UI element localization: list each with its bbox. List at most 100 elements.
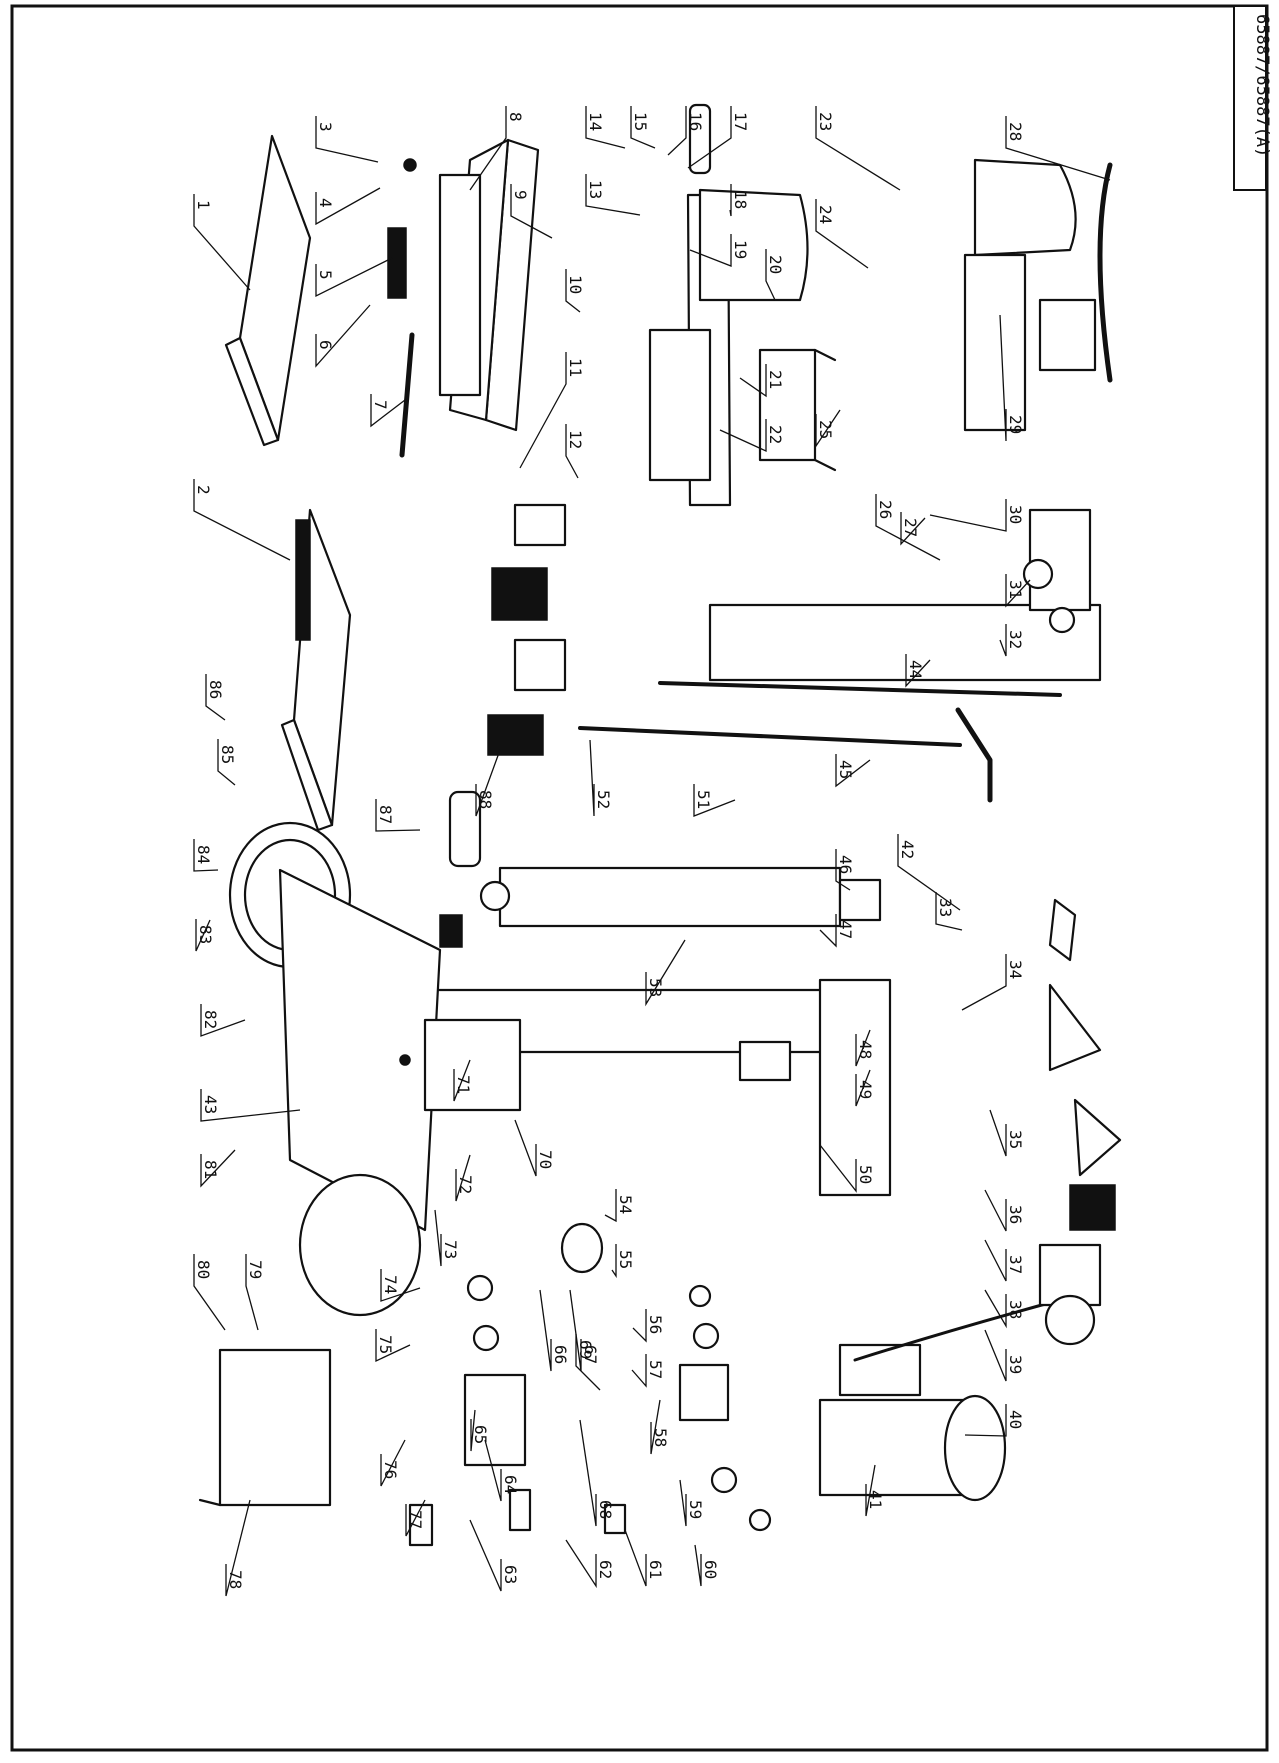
leader-line-2 [193, 479, 291, 561]
callout-23: 23 [815, 106, 901, 191]
callout-46: 46 [835, 849, 855, 891]
label-16: 16 [686, 112, 705, 131]
label-42: 42 [898, 840, 917, 859]
part-drawing-35 [1073, 1098, 1122, 1177]
label-87: 87 [376, 805, 395, 824]
leader-line-60 [694, 1544, 702, 1587]
label-60: 60 [701, 1560, 720, 1579]
callout-41: 41 [865, 1464, 885, 1517]
leader-line-76 [380, 1439, 406, 1487]
part-drawing-11 [513, 503, 567, 547]
callout-72: 72 [455, 1154, 475, 1202]
callout-68: 68 [579, 1419, 615, 1527]
callout-19: 19 [689, 234, 750, 267]
callout-29: 29 [999, 314, 1025, 442]
callout-63: 63 [469, 1519, 520, 1592]
leader-line-3 [315, 116, 379, 163]
part-drawing-65 [463, 1373, 527, 1467]
leader-line-35 [989, 1109, 1007, 1157]
label-54: 54 [616, 1195, 635, 1214]
leader-line-52 [589, 739, 595, 817]
part-drawing-29 [1038, 298, 1097, 372]
leader-line-13 [585, 174, 641, 216]
leader-line-73 [434, 1209, 442, 1267]
leader-line-47 [819, 914, 837, 948]
callout-48: 48 [855, 1029, 875, 1067]
label-50: 50 [856, 1165, 875, 1184]
label-47: 47 [836, 920, 855, 939]
leader-line-14 [585, 106, 626, 149]
callout-27: 27 [900, 512, 926, 546]
label-37: 37 [1006, 1255, 1025, 1274]
callout-88: 88 [475, 749, 501, 817]
callout-81: 81 [200, 1149, 236, 1188]
part-drawing-23 [973, 158, 1077, 257]
callout-59: 59 [679, 1479, 705, 1527]
callout-52: 52 [589, 739, 613, 817]
leader-line-82 [200, 1004, 246, 1037]
label-18: 18 [731, 190, 750, 209]
label-43: 43 [201, 1095, 220, 1114]
part-drawing-base [278, 868, 522, 1317]
label-41: 41 [866, 1490, 885, 1509]
leader-line-46 [835, 849, 851, 891]
leader-line-79 [245, 1254, 259, 1331]
callout-55: 55 [611, 1244, 635, 1279]
leader-line-17 [687, 106, 732, 169]
label-34: 34 [1006, 960, 1025, 979]
leader-line-71 [453, 1059, 471, 1102]
callout-77: 77 [405, 1499, 426, 1537]
callout-78: 78 [225, 1499, 251, 1597]
callout-79: 79 [245, 1254, 265, 1331]
label-88: 88 [476, 790, 495, 809]
leader-line-56 [632, 1309, 647, 1343]
label-66: 66 [551, 1345, 570, 1364]
callout-9: 9 [510, 184, 553, 239]
label-79: 79 [246, 1260, 265, 1279]
callout-40: 40 [964, 1404, 1025, 1437]
label-61: 61 [646, 1560, 665, 1579]
label-53: 53 [646, 978, 665, 997]
leader-line-39 [984, 1329, 1007, 1382]
label-82: 82 [201, 1010, 220, 1029]
leader-line-36 [984, 1189, 1007, 1232]
leader-line-66 [539, 1289, 552, 1372]
part-drawing-33 [1048, 898, 1077, 962]
callout-71: 71 [453, 1059, 473, 1102]
callout-15: 15 [630, 106, 656, 149]
label-23: 23 [816, 112, 835, 131]
label-56: 56 [646, 1315, 665, 1334]
label-29: 29 [1006, 415, 1025, 434]
leader-line-62 [565, 1539, 597, 1589]
callout-13: 13 [585, 174, 641, 216]
label-7: 7 [371, 400, 390, 410]
label-64: 64 [501, 1475, 520, 1494]
leader-line-11 [519, 352, 567, 469]
label-44: 44 [906, 660, 925, 679]
leader-line-78 [225, 1499, 251, 1597]
callout-62: 62 [565, 1539, 615, 1589]
label-12: 12 [566, 430, 585, 449]
leader-line-44 [905, 654, 931, 688]
callout-20: 20 [765, 249, 785, 301]
callout-45: 45 [835, 754, 871, 788]
label-78: 78 [226, 1570, 245, 1589]
part-drawing-34 [1048, 983, 1102, 1072]
leader-line-75 [375, 1329, 411, 1363]
label-26: 26 [876, 500, 895, 519]
callout-87: 87 [375, 799, 421, 832]
callout-86: 86 [205, 674, 226, 721]
callout-82: 82 [200, 1004, 246, 1037]
part-drawing-8 [438, 138, 540, 432]
callout-5: 5 [315, 257, 393, 298]
callout-50: 50 [819, 1144, 875, 1193]
label-17: 17 [731, 112, 750, 131]
part-drawing-13 [648, 193, 732, 507]
leader-line-37 [984, 1239, 1007, 1282]
callout-39: 39 [984, 1329, 1025, 1382]
leader-line-88 [475, 749, 501, 817]
part-drawing-66 [560, 1222, 604, 1274]
label-67: 67 [581, 1345, 600, 1364]
